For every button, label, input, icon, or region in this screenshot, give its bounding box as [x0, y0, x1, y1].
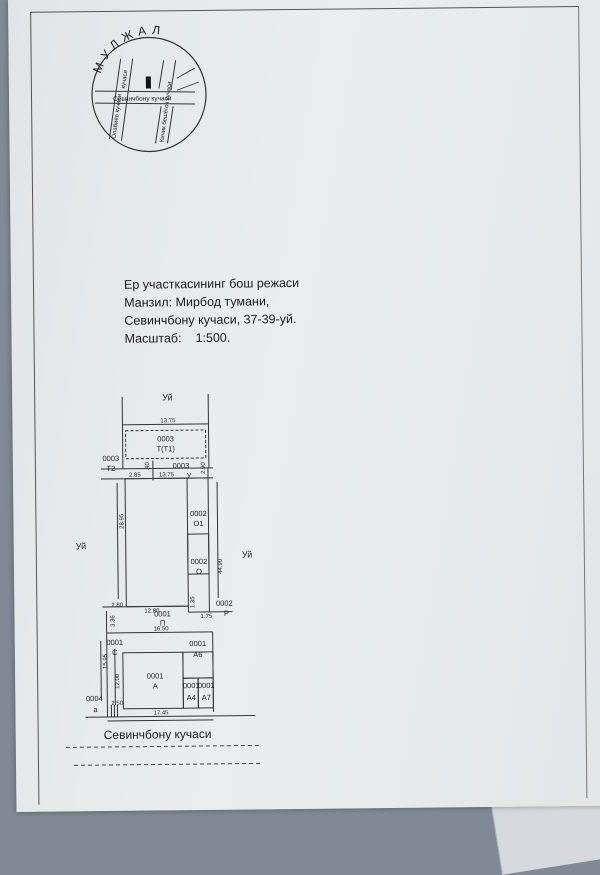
stamp-title: МУЛЖАЛ: [90, 23, 167, 76]
reference-stamp: МУЛЖАЛ Севинчбону кучаси кучаси Олабиёв …: [90, 22, 207, 152]
zone-o-code: 0002: [191, 557, 208, 566]
zone-p-name: Р: [224, 609, 229, 618]
neighbor-top-label: Уй: [162, 392, 173, 402]
street-bottom-label: Севинчбону кучаси: [104, 727, 212, 742]
zone-a-name: А: [153, 681, 158, 690]
zone-pi-code: 0001: [154, 609, 171, 618]
dim-1745: 17.45: [153, 710, 169, 716]
dim-175: 1.75: [200, 614, 212, 620]
dim-250: 2.50: [111, 701, 123, 707]
zone-a-small-name: а: [93, 705, 98, 714]
dim-4490: 44.90: [218, 558, 224, 574]
dim-top: 13.75: [160, 418, 176, 424]
dim-280: 2.80: [111, 603, 123, 609]
zone-c-name: С: [112, 648, 118, 657]
dim-040: .40: [145, 462, 151, 471]
stamp-street-right-label: Кичик бешёгоч кучаси: [160, 81, 174, 142]
zone-c-code: 0001: [106, 638, 123, 647]
zone-u-code: 0003: [172, 461, 189, 470]
zone-a-code: 0001: [147, 671, 164, 680]
stamp-street-side: [177, 68, 199, 90]
stamp-building-marker: [146, 77, 151, 89]
dim-2895: 28.95: [119, 513, 125, 529]
zone-a6-code: 0001: [189, 639, 206, 648]
zone-u-name: У: [187, 471, 192, 480]
street-line-bottom: [74, 763, 261, 765]
street-line-top: [66, 745, 261, 747]
stamp-street-left-top: кучаси: [121, 70, 129, 89]
zone-o1-name: О1: [193, 519, 203, 528]
dim-290: 2.90: [201, 462, 207, 474]
zone-o1-code: 0002: [190, 509, 207, 518]
zone-t2-code: 0003: [102, 454, 119, 463]
dim-336: 3.36: [110, 615, 116, 627]
zone-a7-code: 0001: [198, 681, 215, 690]
zone-a7-name: А7: [202, 693, 211, 702]
site-plan-drawing: МУЛЖАЛ Севинчбону кучаси кучаси Олабиёв …: [8, 0, 600, 812]
zone-a4-name: А4: [187, 693, 196, 702]
zone-pi-name: П: [160, 618, 165, 627]
dim-285: 2.85: [129, 473, 141, 479]
dim-1375: 13.75: [159, 472, 175, 478]
document-sheet: Ер участкасининг бош режаси Манзил: Мирб…: [8, 0, 600, 812]
zone-a-small-code: 0004: [86, 694, 103, 703]
dim-1200: 12.00: [115, 673, 121, 689]
zone-t2-name: Т2: [106, 464, 115, 473]
dim-135: 1.35: [190, 596, 196, 608]
zone-p-code: 0002: [216, 599, 233, 608]
zone-t1-code: 0003: [157, 434, 174, 443]
zone-a6-name: А6: [193, 650, 202, 659]
zone-t1-name: Т(Т1): [156, 444, 175, 453]
zone-o-name: О: [196, 567, 202, 576]
neighbor-left-label: Уй: [76, 541, 87, 551]
dim-1595: 15.95: [103, 653, 109, 669]
neighbor-right-label: Уй: [242, 549, 253, 559]
